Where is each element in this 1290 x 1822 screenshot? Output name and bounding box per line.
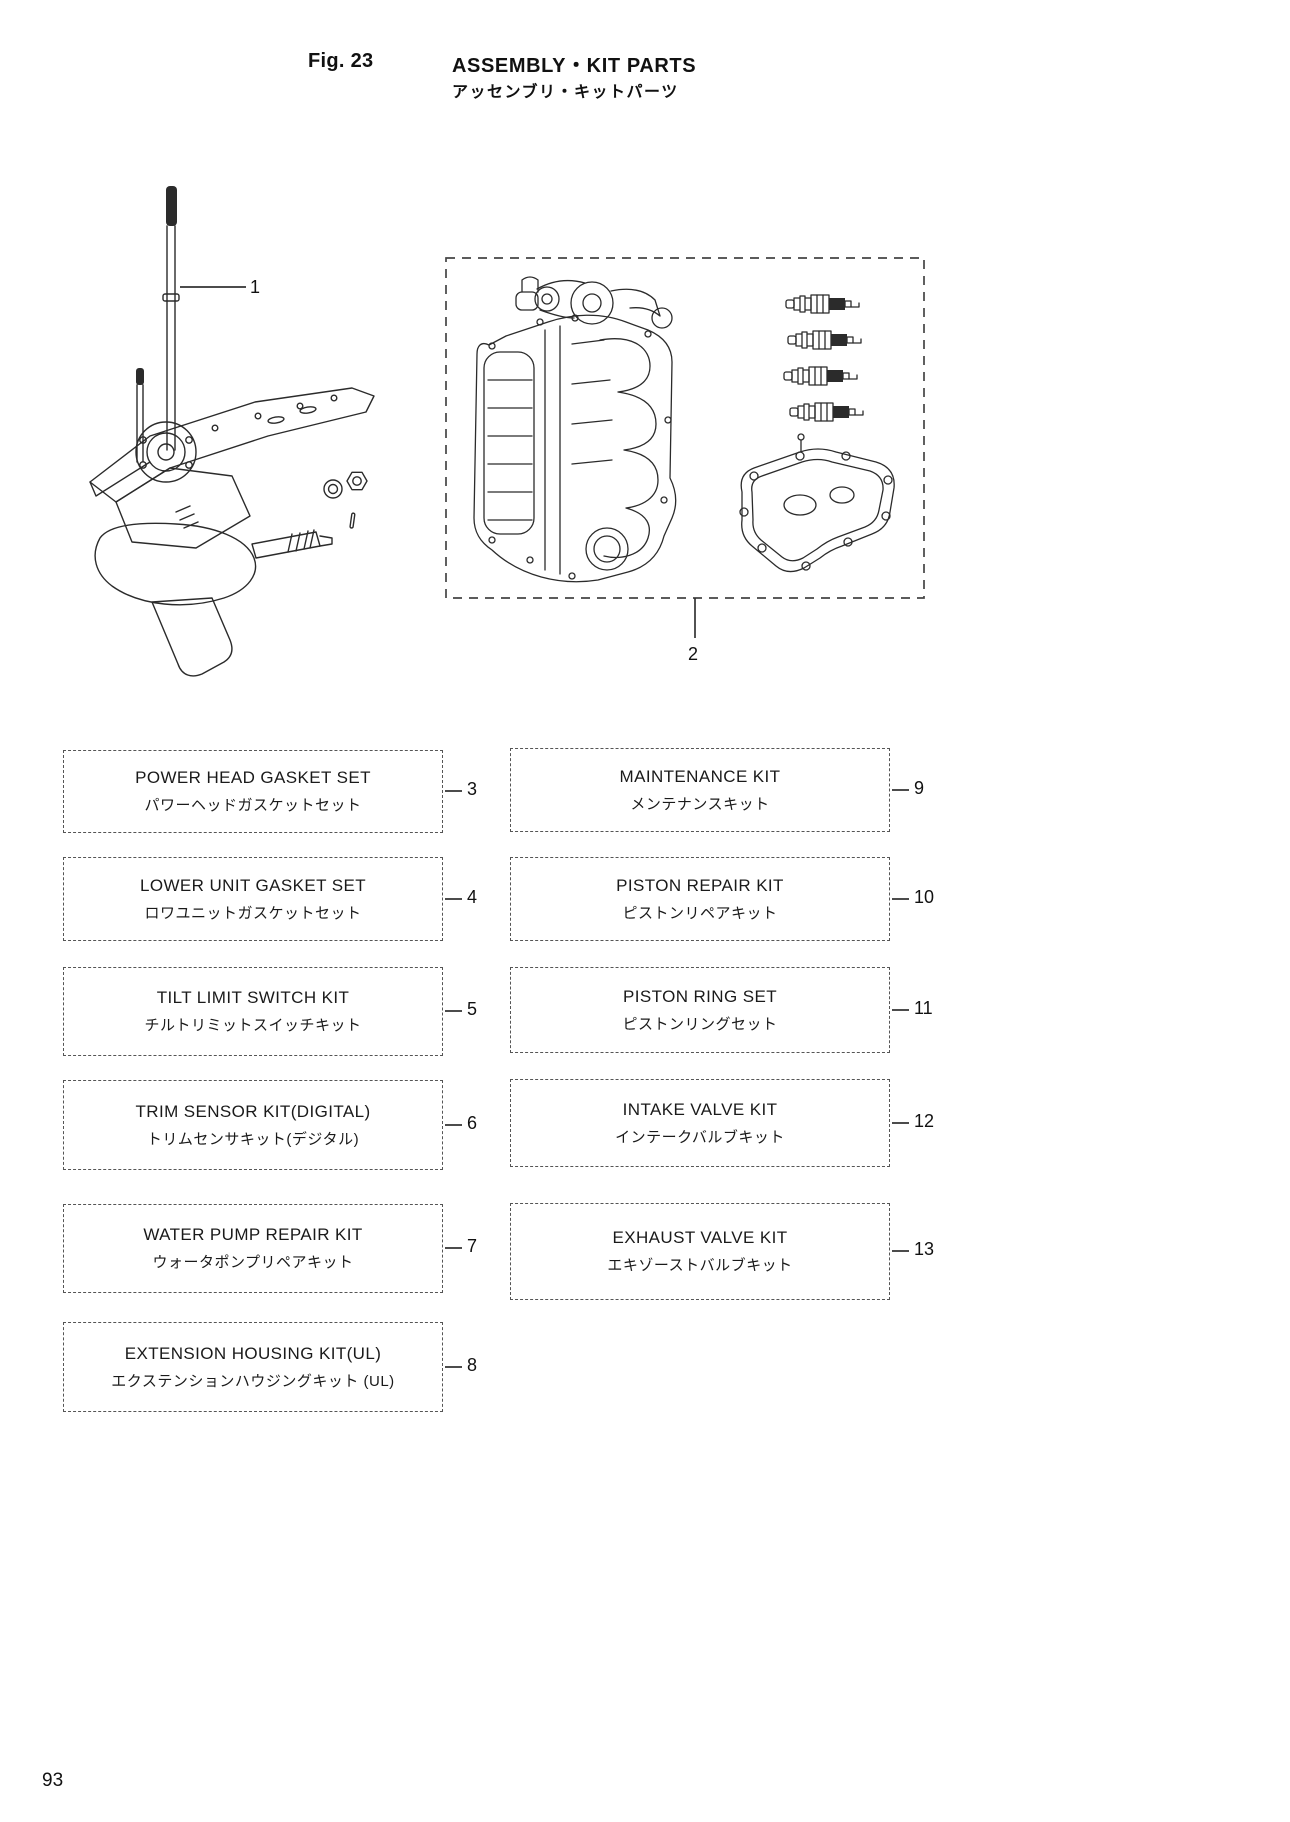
figure-label: Fig. 23 [308, 50, 374, 72]
kit-callout-number-4: 4 [467, 887, 478, 907]
kit-box-piston-repair-kit: PISTON REPAIR KIT ピストンリペアキット [510, 857, 890, 941]
kit-title-en: PISTON REPAIR KIT [616, 875, 784, 895]
kit-title-ja: エクステンションハウジングキット (UL) [111, 1372, 395, 1390]
kit-box-intake-valve-kit: INTAKE VALVE KIT インテークバルブキット [510, 1079, 890, 1167]
kit-callout-number-13: 13 [914, 1239, 935, 1259]
kit-callout-number-5: 5 [467, 999, 478, 1019]
kit-title-en: PISTON RING SET [623, 986, 777, 1006]
kit-callout-number-10: 10 [914, 887, 935, 907]
kit-callout-number-8: 8 [467, 1355, 478, 1375]
callout-number-1: 1 [250, 277, 261, 297]
page-title-japanese: アッセンブリ・キットパーツ [452, 84, 679, 101]
kit-box-power-head-gasket-set: POWER HEAD GASKET SET パワーヘッドガスケットセット [63, 750, 443, 833]
kit-callout-number-9: 9 [914, 778, 925, 798]
kit-callout-number-12: 12 [914, 1111, 935, 1131]
kit-title-ja: メンテナンスキット [630, 795, 770, 813]
kit-title-ja: トリムセンサキット(デジタル) [146, 1130, 360, 1148]
kit-title-ja: インテークバルブキット [615, 1128, 785, 1146]
driveshaft-spline [166, 186, 177, 226]
kit-title-ja: ピストンリングセット [622, 1015, 778, 1033]
lower-unit-illustration [89, 186, 375, 677]
kit-title-ja: パワーヘッドガスケットセット [144, 797, 362, 814]
kit-title-ja: ピストンリペアキット [622, 904, 778, 922]
kit-title-en: EXTENSION HOUSING KIT(UL) [124, 1343, 382, 1363]
kit-box-exhaust-valve-kit: EXHAUST VALVE KIT エキゾーストバルブキット [510, 1203, 890, 1300]
kit-box-extension-housing-kit: EXTENSION HOUSING KIT(UL) エクステンションハウジングキ… [63, 1322, 443, 1412]
kit-title-ja: ウォータポンプリペアキット [152, 1254, 354, 1271]
spark-plugs-illustration [783, 294, 864, 422]
callout-number-2: 2 [688, 644, 699, 664]
kit-title-ja: エキゾーストバルブキット [607, 1257, 793, 1274]
kit-box-trim-sensor-kit: TRIM SENSOR KIT(DIGITAL) トリムセンサキット(デジタル) [63, 1080, 443, 1170]
pin-part [349, 512, 356, 529]
washer-part [323, 479, 343, 499]
kit-box-lower-unit-gasket-set: LOWER UNIT GASKET SET ロワユニットガスケットセット [63, 857, 443, 941]
kit-2-dashed-outline [445, 257, 925, 599]
kit-title-en: EXHAUST VALVE KIT [612, 1228, 788, 1247]
kit-title-ja: ロワユニットガスケットセット [144, 904, 362, 922]
kit-title-en: WATER PUMP REPAIR KIT [143, 1225, 363, 1244]
page-number: 93 [42, 1770, 64, 1791]
kit-callout-number-11: 11 [914, 998, 933, 1018]
gasket-illustration [739, 433, 895, 573]
kit-box-piston-ring-set: PISTON RING SET ピストンリングセット [510, 967, 890, 1053]
kit-box-maintenance-kit: MAINTENANCE KIT メンテナンスキット [510, 748, 890, 832]
kit-callout-number-3: 3 [467, 779, 478, 799]
kit-box-water-pump-repair-kit: WATER PUMP REPAIR KIT ウォータポンプリペアキット [63, 1204, 443, 1293]
kit-title-en: TRIM SENSOR KIT(DIGITAL) [135, 1101, 371, 1121]
kit-title-ja: チルトリミットスイッチキット [144, 1017, 362, 1034]
callout-leader-lines [180, 286, 909, 1368]
shift-rod-tip [136, 368, 144, 385]
kit-title-en: INTAKE VALVE KIT [622, 1099, 778, 1119]
kit-box-tilt-limit-switch-kit: TILT LIMIT SWITCH KIT チルトリミットスイッチキット [63, 967, 443, 1056]
kit-title-en: TILT LIMIT SWITCH KIT [156, 988, 350, 1007]
nut-part [346, 471, 368, 491]
kit-title-en: LOWER UNIT GASKET SET [140, 875, 366, 895]
page-title: ASSEMBLY・KIT PARTS [452, 55, 697, 77]
kit-callout-number-6: 6 [467, 1113, 478, 1133]
kit-title-en: MAINTENANCE KIT [619, 766, 781, 786]
kit-title-en: POWER HEAD GASKET SET [135, 768, 371, 787]
power-head-illustration [473, 276, 677, 583]
kit-callout-number-7: 7 [467, 1236, 478, 1256]
